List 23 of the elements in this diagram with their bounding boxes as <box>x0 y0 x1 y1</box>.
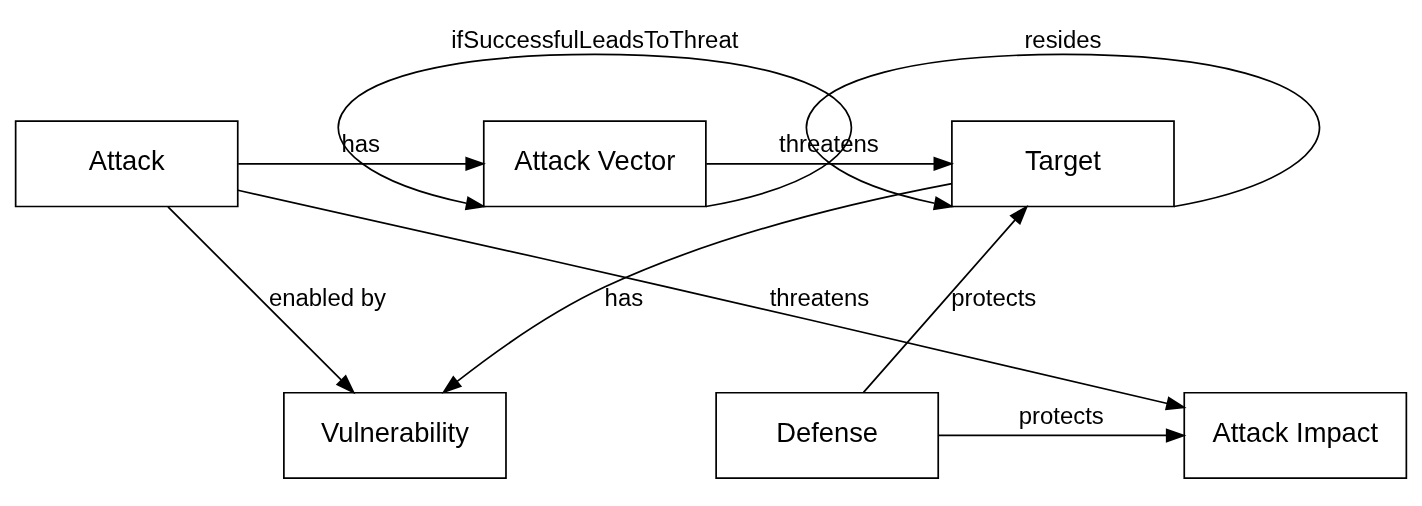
arrow <box>862 204 1029 393</box>
arrow <box>167 205 356 394</box>
edge-label: protects <box>1018 401 1104 429</box>
edge-label: enabled by <box>268 283 386 311</box>
arrow <box>337 53 852 210</box>
edge-label: has <box>341 129 381 157</box>
arrow <box>237 188 1187 410</box>
edge-label: resides <box>1024 25 1102 53</box>
arrow <box>805 53 1320 210</box>
edge-label: threatens <box>769 283 870 311</box>
edge-label: protects <box>951 283 1037 311</box>
arrow <box>705 156 955 171</box>
node-box: Defense <box>715 391 940 479</box>
node-box: Attack Vector <box>482 119 707 207</box>
node-box: Target <box>951 119 1175 207</box>
node-box: Vulnerability <box>283 391 507 479</box>
edge-label: has <box>604 283 644 311</box>
edge-label: ifSuccessfulLeadsToThreat <box>451 25 739 53</box>
arrow <box>237 156 486 171</box>
node-box: Attack <box>14 119 239 207</box>
arrow <box>441 182 953 394</box>
arrow <box>937 427 1187 443</box>
node-box: Attack Impact <box>1183 391 1408 479</box>
